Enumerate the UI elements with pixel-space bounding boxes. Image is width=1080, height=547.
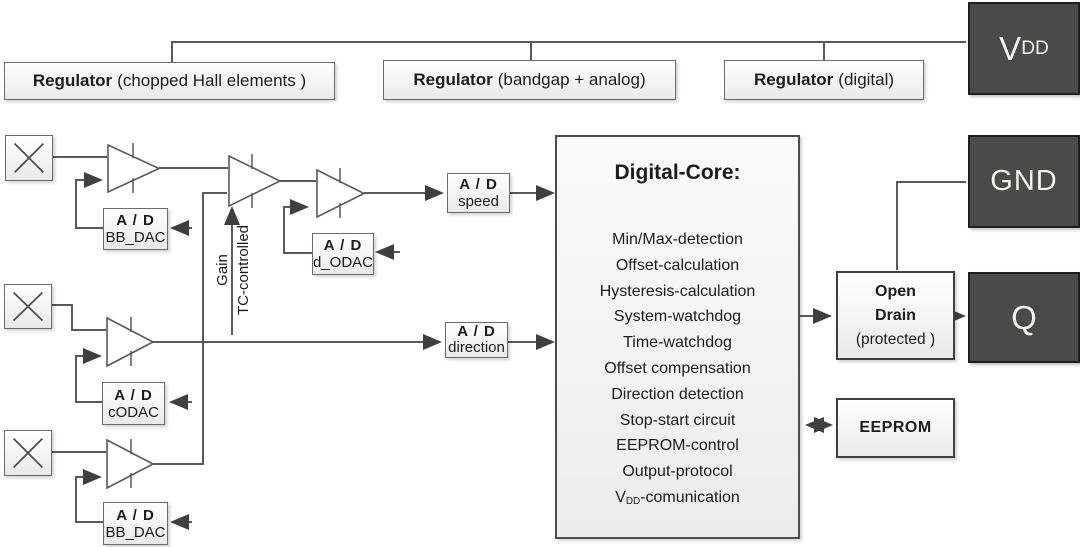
cross-icon bbox=[13, 438, 43, 468]
adc-sublabel: BB_DAC bbox=[105, 523, 166, 541]
hall2-to-amp4-line bbox=[52, 304, 106, 331]
open-drain-line2: Drain bbox=[875, 306, 916, 324]
digital-core-box: Digital-Core: Min/Max-detection Offset-c… bbox=[555, 135, 800, 539]
gnd-to-open-drain-line bbox=[896, 181, 966, 270]
adc-title: A / D bbox=[114, 386, 153, 404]
eeprom-box: EEPROM bbox=[836, 398, 955, 458]
adc-bbdac-bottom-box: A / D BB_DAC bbox=[103, 502, 168, 545]
cross-icon bbox=[14, 143, 44, 173]
core-function-item: Offset-calculation bbox=[615, 256, 740, 274]
core-function-item: Stop-start circuit bbox=[619, 411, 736, 429]
regulator-detail: (digital) bbox=[838, 70, 895, 89]
regulator-digital-box: Regulator(digital) bbox=[724, 60, 924, 100]
vdd-item-base: V bbox=[615, 488, 626, 506]
adc-title: A / D bbox=[323, 237, 363, 254]
core-function-item: EEPROM-control bbox=[616, 437, 739, 455]
hall-element-icon bbox=[4, 430, 52, 476]
core-function-item: Hysteresis-calculation bbox=[599, 282, 756, 300]
eeprom-label: EEPROM bbox=[859, 419, 932, 436]
vdd-label: V bbox=[999, 29, 1022, 67]
regulator-name: Regulator bbox=[32, 71, 113, 90]
gnd-pad: GND bbox=[968, 135, 1080, 228]
adc-title: A / D bbox=[116, 212, 155, 229]
adc-title: A / D bbox=[457, 323, 496, 340]
amplifier-icon bbox=[228, 154, 282, 208]
adc-sublabel: cODAC bbox=[108, 403, 159, 421]
connector-lines bbox=[52, 41, 966, 530]
bbdac-top-feedback-arrow bbox=[75, 172, 104, 229]
vdd-item-subscript: DD bbox=[625, 496, 641, 508]
regulator-bandgap-box: Regulator(bandgap + analog) bbox=[383, 60, 676, 100]
adc-codac-box: A / D cODAC bbox=[102, 382, 165, 425]
vdd-bus-line bbox=[171, 41, 966, 63]
adc-sublabel: BB_DAC bbox=[105, 229, 166, 246]
regulator-hall-box: Regulator(chopped Hall elements ) bbox=[4, 62, 335, 100]
amplifier-icon bbox=[106, 316, 155, 368]
hall-element-icon bbox=[4, 284, 52, 329]
core-function-item: Min/Max-detection bbox=[612, 231, 743, 248]
regulator-name: Regulator bbox=[753, 70, 834, 89]
amplifier-icon bbox=[106, 438, 155, 490]
core-function-item: Time-watchdog bbox=[623, 334, 732, 352]
regulator-detail: (chopped Hall elements ) bbox=[117, 71, 307, 90]
adc-title: A / D bbox=[116, 506, 155, 524]
open-drain-line1: Open bbox=[875, 282, 916, 300]
core-function-item: Offset compensation bbox=[604, 359, 751, 377]
vdd-subscript: DD bbox=[1021, 37, 1049, 59]
digital-core-function-list: Min/Max-detection Offset-calculation Hys… bbox=[557, 227, 798, 515]
amplifier-tick-marks bbox=[130, 143, 341, 488]
codac-feedback-arrow bbox=[75, 348, 103, 403]
amp5-to-amp2-line bbox=[153, 192, 227, 465]
q-output-pad: Q bbox=[968, 272, 1080, 363]
adc-sublabel: speed bbox=[458, 193, 499, 210]
adc-title: A / D bbox=[459, 176, 498, 193]
gnd-label: GND bbox=[990, 165, 1058, 197]
core-function-item: System-watchdog bbox=[613, 308, 742, 326]
adc-direction-box: A / D direction bbox=[445, 322, 508, 358]
adc-sublabel: direction bbox=[448, 339, 505, 356]
q-label: Q bbox=[1011, 298, 1037, 336]
adc-bbdac-top-box: A / D BB_DAC bbox=[103, 208, 168, 250]
adc-sublabel: d_ODAC bbox=[312, 254, 374, 271]
gain-tc-controlled-label: Gain TC-controlled bbox=[212, 204, 254, 336]
dodac-feedback-arrow bbox=[283, 199, 313, 254]
regulator-name: Regulator bbox=[413, 70, 493, 89]
adc-speed-box: A / D speed bbox=[447, 173, 510, 213]
gain-label-line2: TC-controlled bbox=[235, 224, 252, 316]
bbdac-bottom-feedback-arrow bbox=[75, 469, 104, 523]
hall-element-icon bbox=[5, 135, 53, 181]
open-drain-box: Open Drain (protected ) bbox=[836, 271, 955, 360]
core-function-item-vdd: VDD-comunication bbox=[557, 485, 798, 515]
core-function-item: Direction detection bbox=[611, 385, 744, 403]
core-function-item: Output-protocol bbox=[622, 463, 733, 481]
open-drain-line3: (protected ) bbox=[855, 330, 936, 348]
digital-core-title: Digital-Core: bbox=[614, 161, 741, 184]
cross-icon bbox=[13, 291, 43, 322]
gain-label-line1: Gain bbox=[214, 254, 231, 286]
adc-dodac-box: A / D d_ODAC bbox=[312, 233, 374, 275]
regulator-detail: (bandgap + analog) bbox=[497, 70, 646, 89]
vdd-item-rest: -comunication bbox=[640, 488, 740, 506]
